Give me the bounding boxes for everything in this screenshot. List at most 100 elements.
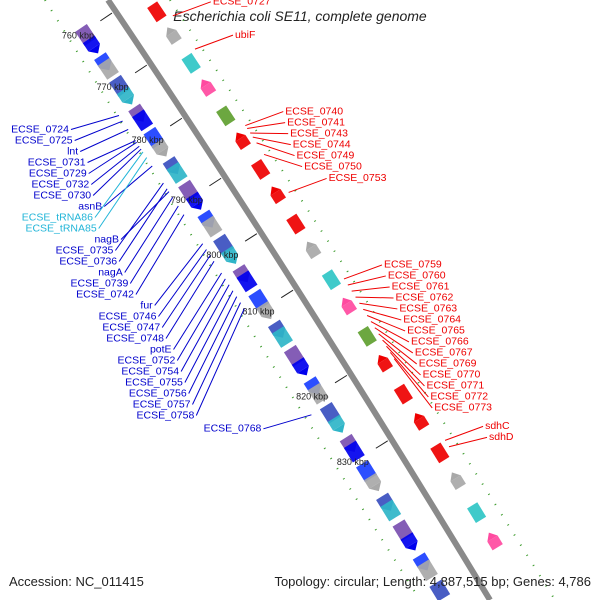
- label-leader-line: [87, 140, 136, 163]
- label-leader-line: [263, 153, 303, 168]
- gene-block: [363, 472, 382, 492]
- gene-block: [181, 52, 201, 74]
- kbp-tick-label: 820 kbp: [296, 392, 328, 402]
- label-leader-line: [180, 284, 230, 372]
- gene-label[interactable]: ECSE_0739: [71, 277, 129, 289]
- gene-label[interactable]: ECSE_tRNA85: [25, 222, 96, 234]
- gene-block: [236, 270, 258, 293]
- gene-block: [413, 413, 430, 431]
- gene-label[interactable]: ECSE_0759: [384, 259, 442, 271]
- gene-label[interactable]: ECSE_0741: [287, 116, 345, 128]
- gene-label[interactable]: nagA: [98, 266, 123, 278]
- gene-block: [185, 191, 204, 210]
- gene-label[interactable]: sdhD: [489, 431, 514, 443]
- kbp-tick-label: 830 kbp: [337, 457, 369, 467]
- kbp-tick-label: 800 kbp: [206, 250, 238, 260]
- gene-label[interactable]: ECSE_tRNA86: [22, 211, 93, 223]
- gene-block: [82, 35, 100, 54]
- label-leader-line: [366, 315, 406, 332]
- gene-label[interactable]: ECSE_0754: [121, 365, 179, 377]
- gene-label[interactable]: ECSE_0767: [415, 347, 473, 359]
- gene-label[interactable]: ECSE_0760: [388, 270, 446, 282]
- gene-label[interactable]: ECSE_0735: [56, 244, 114, 256]
- accession-text: Accession: NC_011415: [9, 574, 144, 589]
- gene-label[interactable]: ECSE_0746: [99, 310, 157, 322]
- label-leader-line: [252, 136, 291, 146]
- label-leader-line: [103, 165, 153, 207]
- label-leader-line: [135, 214, 185, 295]
- gene-label[interactable]: ECSE_0725: [15, 134, 73, 146]
- gene-label[interactable]: ECSE_0753: [329, 172, 387, 184]
- gene-block: [393, 383, 413, 405]
- gene-label[interactable]: ECSE_0763: [399, 303, 457, 315]
- gene-label[interactable]: ECSE_0736: [59, 255, 117, 267]
- gene-label[interactable]: ECSE_0756: [129, 387, 187, 399]
- label-leader-line: [247, 122, 286, 129]
- gene-label[interactable]: asnB: [78, 200, 102, 212]
- gene-label[interactable]: ECSE_0765: [407, 325, 465, 337]
- gene-label[interactable]: ECSE_0724: [11, 123, 69, 135]
- gene-block: [201, 215, 223, 238]
- gene-label[interactable]: ECSE_0755: [125, 376, 183, 388]
- label-leader-line: [192, 302, 241, 405]
- label-leader-line: [347, 275, 386, 286]
- label-leader-line: [158, 249, 207, 317]
- gene-label[interactable]: lnt: [67, 145, 78, 157]
- label-leader-line: [172, 1, 211, 17]
- gene-label[interactable]: ECSE_0757: [133, 398, 191, 410]
- kbp-tick-label: 770 kbp: [97, 82, 129, 92]
- gene-label[interactable]: ECSE_0768: [204, 423, 262, 435]
- kbp-tick-mark: [375, 440, 388, 449]
- label-leader-line: [114, 182, 164, 251]
- label-leader-line: [393, 358, 433, 409]
- gene-label[interactable]: ECSE_0761: [392, 281, 450, 293]
- gene-label[interactable]: ECSE_0769: [419, 358, 477, 370]
- gene-label[interactable]: sdhC: [485, 420, 510, 432]
- label-leader-line: [173, 272, 222, 350]
- gene-block: [377, 354, 394, 373]
- gene-label[interactable]: ubiF: [235, 29, 255, 41]
- kbp-tick-mark: [209, 177, 222, 187]
- kbp-tick-mark: [169, 117, 183, 127]
- gene-label[interactable]: ECSE_0732: [31, 178, 89, 190]
- gene-label[interactable]: ECSE_0740: [285, 105, 343, 117]
- gene-label[interactable]: ECSE_0752: [118, 354, 176, 366]
- gene-block: [417, 559, 438, 582]
- label-leader-line: [245, 111, 284, 127]
- gene-label[interactable]: ECSE_0758: [137, 409, 195, 421]
- label-leader-line: [161, 255, 211, 328]
- gene-label[interactable]: potE: [150, 343, 172, 355]
- gene-block: [357, 325, 377, 347]
- gene-label[interactable]: ECSE_0730: [33, 189, 91, 201]
- label-leader-line: [444, 425, 484, 441]
- gene-label[interactable]: ECSE_0729: [29, 167, 87, 179]
- gene-label[interactable]: ECSE_0764: [403, 314, 461, 326]
- gene-label[interactable]: ECSE_0748: [106, 332, 164, 344]
- gene-label[interactable]: fur: [140, 299, 153, 311]
- label-leader-line: [188, 296, 238, 394]
- gene-block: [151, 138, 169, 157]
- gene-block: [430, 442, 450, 464]
- gene-label[interactable]: ECSE_0742: [76, 288, 134, 300]
- label-leader-line: [195, 308, 245, 416]
- gene-label[interactable]: ECSE_0731: [28, 156, 86, 168]
- gene-label[interactable]: nagB: [94, 233, 119, 245]
- gene-block: [305, 241, 322, 260]
- kbp-tick-label: 790 kbp: [171, 195, 203, 205]
- gene-label[interactable]: ECSE_0749: [297, 149, 355, 161]
- gene-label[interactable]: ECSE_0750: [304, 160, 362, 172]
- gene-label[interactable]: ECSE_0771: [426, 380, 484, 392]
- gene-label[interactable]: ECSE_0743: [290, 127, 348, 139]
- label-leader-line: [370, 321, 410, 343]
- gene-label[interactable]: ECSE_0766: [411, 336, 469, 348]
- gene-label[interactable]: ECSE_0747: [102, 321, 160, 333]
- gene-label[interactable]: ECSE_0773: [434, 402, 492, 414]
- gene-label[interactable]: ECSE_0727: [213, 0, 271, 8]
- gene-label[interactable]: ECSE_0762: [396, 292, 454, 304]
- label-leader-line: [386, 345, 425, 387]
- label-leader-line: [90, 145, 140, 185]
- map-title: Escherichia coli SE11, complete genome: [173, 8, 427, 24]
- gene-label[interactable]: ECSE_0772: [430, 391, 488, 403]
- gene-label[interactable]: ECSE_0770: [423, 369, 481, 381]
- gene-label[interactable]: ECSE_0744: [293, 138, 351, 150]
